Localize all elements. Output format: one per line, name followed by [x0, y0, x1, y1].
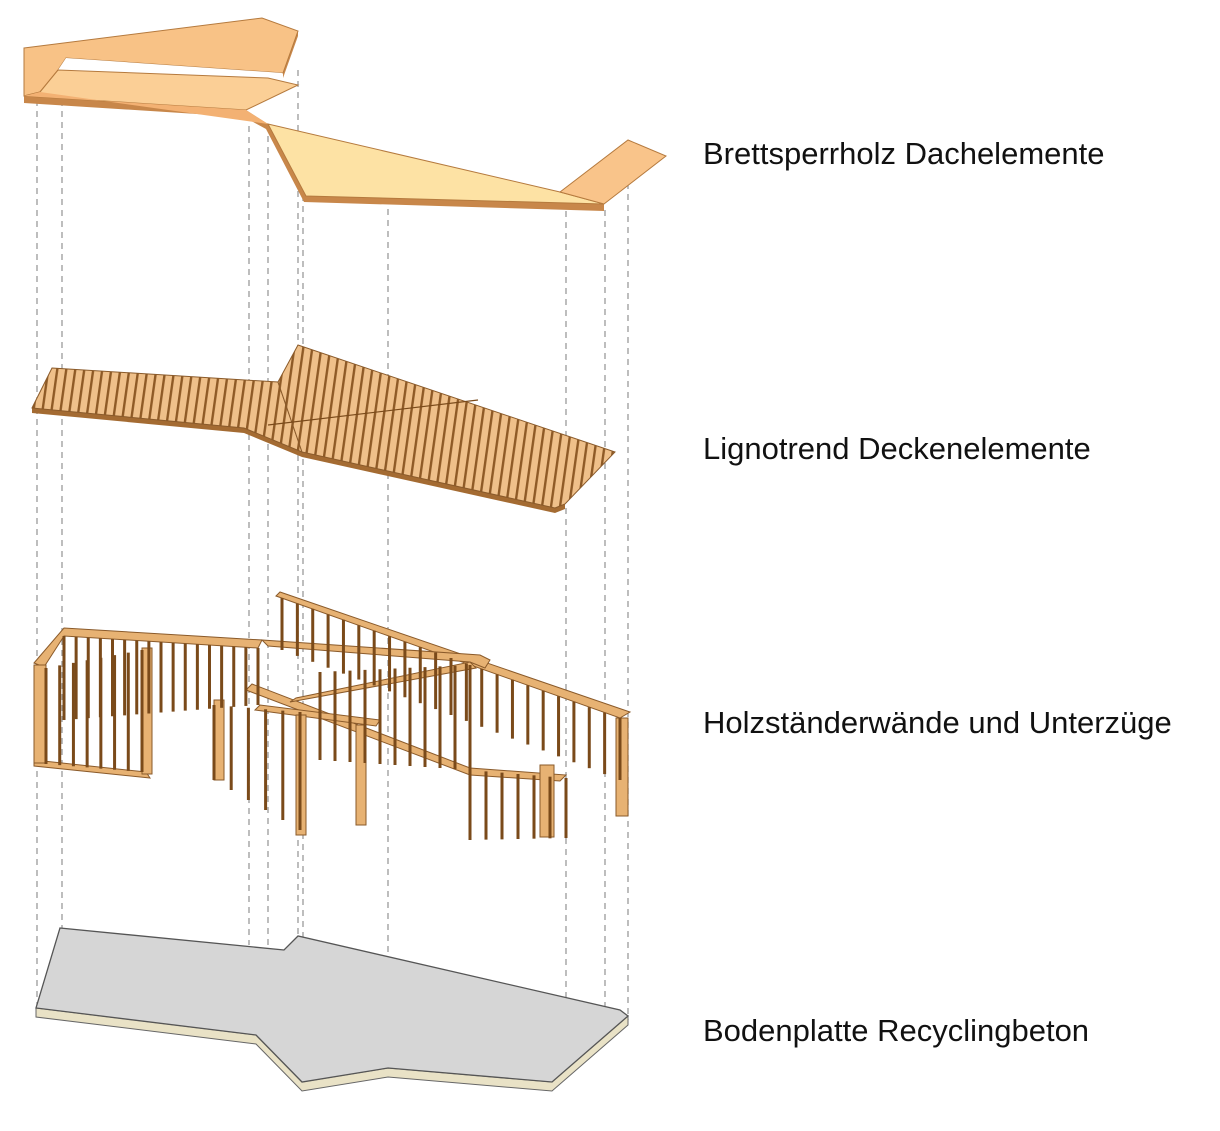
label-roof-layer: Brettsperrholz Dachelemente — [703, 136, 1105, 171]
ceiling-layer — [31, 344, 616, 513]
beam-diagonal-2 — [289, 661, 478, 703]
wall-studs — [44, 598, 622, 840]
ceiling-right-slab — [277, 344, 616, 509]
wall-panel-front-right — [539, 764, 555, 838]
roof-middle-panel — [267, 123, 605, 205]
ceiling-left-slab — [31, 367, 303, 453]
wall-bottom-plate — [33, 759, 152, 779]
floor-slab-top — [35, 927, 630, 1083]
label-floor-layer: Bodenplatte Recyclingbeton — [703, 1013, 1090, 1048]
label-walls-layer: Holzständerwände und Unterzüge — [703, 705, 1172, 740]
roof-right-wing — [558, 139, 667, 205]
wall-panel-left-end — [33, 664, 47, 764]
label-ceiling-layer: Lignotrend Deckenelemente — [703, 431, 1091, 466]
walls-layer — [33, 591, 632, 838]
roof-layer — [23, 17, 667, 211]
guide-lines — [36, 70, 629, 1085]
roof-upper-wing-hole — [58, 58, 283, 78]
roof-connector-fill — [24, 92, 268, 124]
beam-diagonal-1 — [245, 683, 568, 782]
wall-panel-right-end — [615, 717, 629, 817]
beam-upper — [260, 639, 491, 669]
beam-front — [253, 704, 381, 727]
ceiling-diagonal-seam — [267, 399, 479, 426]
ceiling-edge — [32, 408, 565, 513]
wall-panel-front-mid2 — [355, 724, 367, 826]
floor-layer — [35, 927, 630, 1092]
